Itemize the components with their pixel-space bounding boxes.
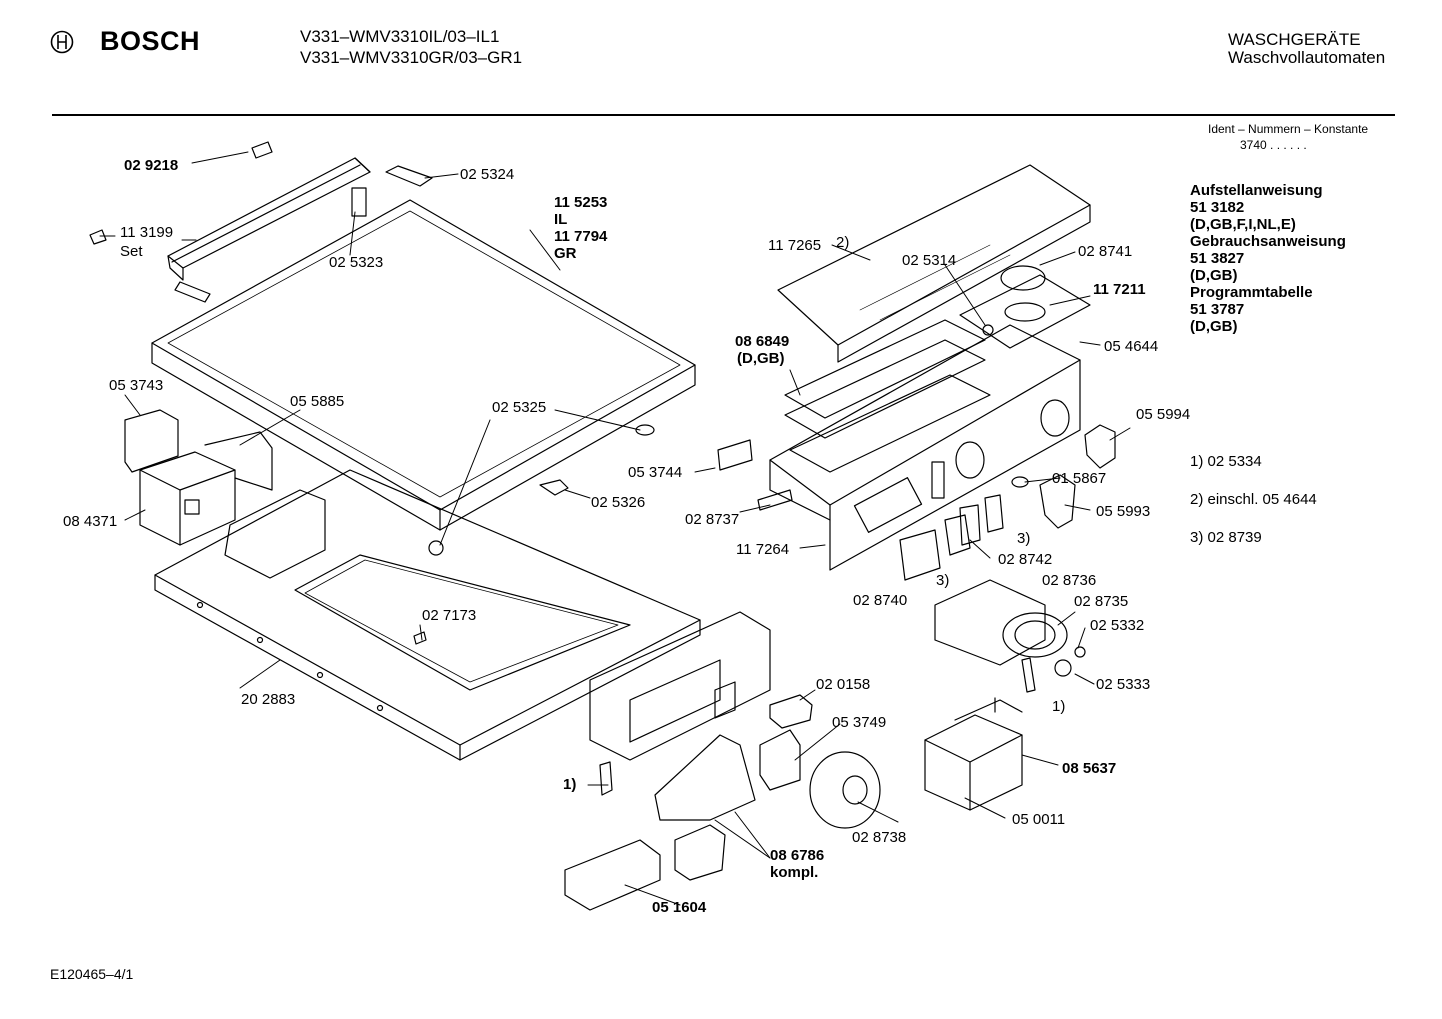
ident-value: 3740 . . . . . . xyxy=(1240,138,1307,152)
part-label: 02 0158 xyxy=(816,676,871,693)
bosch-logo-icon xyxy=(50,30,74,54)
part-label: 01 5867 xyxy=(1052,470,1107,487)
base-frame-part xyxy=(155,470,700,760)
brand-name: BOSCH xyxy=(100,26,201,56)
part-label: 02 5324 xyxy=(460,166,515,183)
part-label: 08 4371 xyxy=(63,513,118,530)
ident-label: Ident – Nummern – Konstante xyxy=(1208,122,1369,136)
control-panel-housing xyxy=(770,325,1080,570)
footnote-3: 3) 02 8739 xyxy=(1190,529,1262,546)
knob-parts xyxy=(1012,425,1115,528)
part-label: 20 2883 xyxy=(241,691,296,708)
ref-line-8: 51 3787 xyxy=(1190,301,1245,318)
category-subtitle: Waschvollautomaten xyxy=(1228,48,1386,67)
top-rail-part xyxy=(168,158,432,302)
part-label: 05 3749 xyxy=(832,714,887,731)
door-lock-assembly xyxy=(565,735,755,910)
part-label: 02 8742 xyxy=(998,551,1053,568)
part-label: 11 7264 xyxy=(736,541,790,558)
screw-parts xyxy=(90,142,426,644)
part-label: 02 8738 xyxy=(852,829,907,846)
part-label: 08 6849 xyxy=(735,333,790,350)
part-label: 11 7265 xyxy=(768,237,822,254)
switch-parts xyxy=(900,495,1003,580)
ref-line-2: 51 3182 xyxy=(1190,199,1245,216)
program-panel-frame xyxy=(960,266,1090,348)
part-label: 05 1604 xyxy=(652,899,707,916)
part-label: 02 9218 xyxy=(124,157,179,174)
part-label: 05 5994 xyxy=(1136,406,1191,423)
leader-lines xyxy=(100,152,1130,905)
part-label: 11 5253 xyxy=(554,194,608,211)
side-bracket-part xyxy=(590,612,770,760)
footnote-1: 1) 02 5334 xyxy=(1190,453,1262,470)
part-label: 11 3199 xyxy=(120,224,174,241)
part-label: 2) xyxy=(836,234,850,251)
part-label: 08 6786 xyxy=(770,847,825,864)
part-label: 02 7173 xyxy=(422,607,477,624)
small-clip-parts xyxy=(540,440,812,795)
part-label: 02 5323 xyxy=(329,254,384,271)
part-label: (D,GB) xyxy=(737,350,785,367)
part-label: 1) xyxy=(563,776,577,793)
part-label: 3) xyxy=(936,572,950,589)
part-label: 05 5885 xyxy=(290,393,345,410)
ref-line-4: Gebrauchsanweisung xyxy=(1190,233,1346,250)
part-label: 11 7794 xyxy=(554,228,608,245)
part-label: IL xyxy=(554,211,568,228)
drawing-number: E120465–4/1 xyxy=(50,966,134,982)
part-label: kompl. xyxy=(770,864,819,881)
part-label: 02 8735 xyxy=(1074,593,1129,610)
part-label: 02 8741 xyxy=(1078,243,1133,260)
pressure-switch-part xyxy=(760,730,880,828)
part-label: 02 8740 xyxy=(853,592,908,609)
part-label: 02 8737 xyxy=(685,511,740,528)
part-label: 02 5332 xyxy=(1090,617,1145,634)
ref-line-5: 51 3827 xyxy=(1190,250,1245,267)
part-label: 11 7211 xyxy=(1093,281,1146,298)
part-label: 05 3743 xyxy=(109,377,164,394)
part-label: 3) xyxy=(1017,530,1031,547)
part-label: 05 5993 xyxy=(1096,503,1151,520)
model-number-2: V331–WMV3310GR/03–GR1 xyxy=(300,48,523,67)
indicator-panels xyxy=(785,320,990,472)
ref-line-7: Programmtabelle xyxy=(1190,284,1313,301)
ref-line-6: (D,GB) xyxy=(1190,267,1238,284)
part-label: GR xyxy=(554,245,577,262)
footnote-2: 2) einschl. 05 4644 xyxy=(1190,491,1317,508)
ref-line-9: (D,GB) xyxy=(1190,318,1238,335)
part-label: 1) xyxy=(1052,698,1066,715)
top-cover-panel xyxy=(778,165,1090,362)
detergent-drawer-housing xyxy=(125,410,272,545)
model-number-1: V331–WMV3310IL/03–IL1 xyxy=(300,27,500,46)
part-label: 02 8736 xyxy=(1042,572,1097,589)
ref-line-1: Aufstellanweisung xyxy=(1190,182,1323,199)
part-label: 08 5637 xyxy=(1062,760,1117,777)
timer-motor-block xyxy=(925,698,1022,810)
programme-timer-assembly xyxy=(935,580,1085,692)
category-title: WASCHGERÄTE xyxy=(1228,30,1361,49)
part-label: 05 0011 xyxy=(1012,811,1066,828)
part-label: 02 5326 xyxy=(591,494,646,511)
worktop-lid-part xyxy=(152,200,695,530)
part-label: Set xyxy=(120,243,143,260)
part-label: 02 5314 xyxy=(902,252,957,269)
part-label: 05 4644 xyxy=(1104,338,1159,355)
header-rule xyxy=(52,114,1395,116)
ref-line-3: (D,GB,F,I,NL,E) xyxy=(1190,216,1296,233)
part-label: 02 5333 xyxy=(1096,676,1151,693)
part-label: 05 3744 xyxy=(628,464,683,481)
part-label: 02 5325 xyxy=(492,399,547,416)
